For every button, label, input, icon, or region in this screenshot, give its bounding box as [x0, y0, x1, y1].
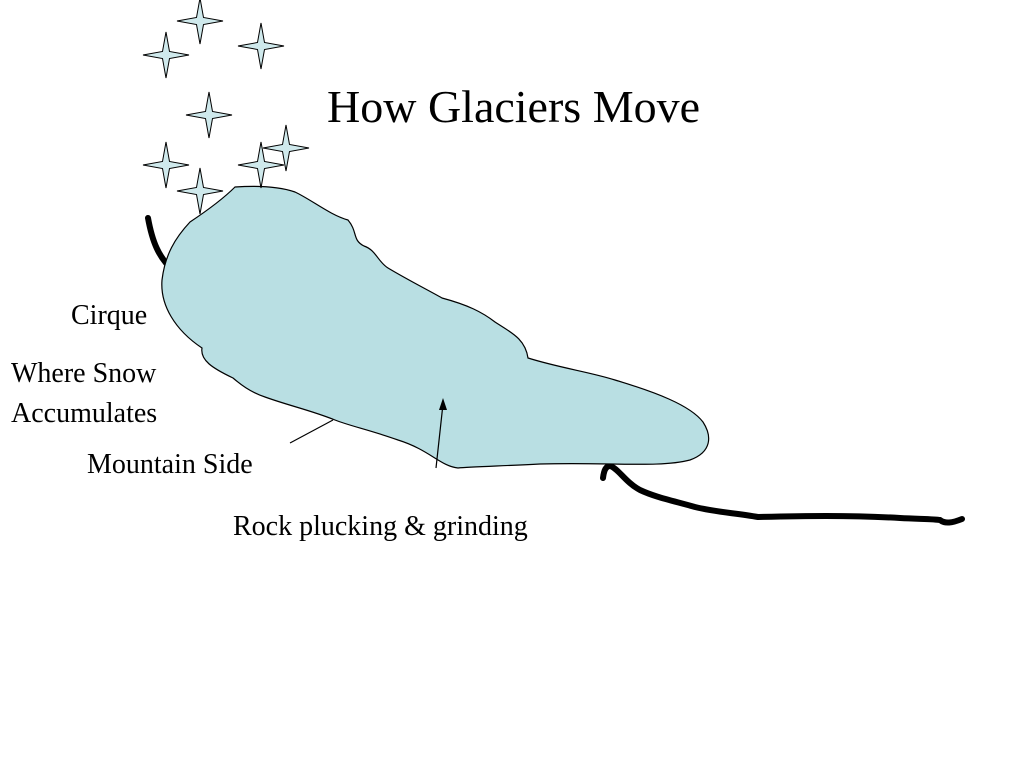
glacier-shape: [161, 185, 710, 469]
snowflake-icon: [185, 91, 233, 139]
rock-plucking-arrowhead: [439, 398, 447, 410]
valley-floor-line: [600, 463, 965, 526]
snowflake-icon: [237, 141, 285, 189]
rock-plucking-label: Rock plucking & grinding: [233, 511, 528, 542]
snowflake-icon: [142, 31, 190, 79]
rock-plucking-arrow: [435, 403, 444, 469]
snowflake-icon: [237, 22, 285, 70]
mountain-side-leader: [289, 419, 334, 444]
mountain-side-label: Mountain Side: [87, 449, 253, 480]
snow-accumulates-label: Where Snow Accumulates: [11, 358, 158, 429]
page-title: How Glaciers Move: [327, 81, 701, 132]
cirque-label: Cirque: [71, 300, 148, 331]
snowflake-icon: [142, 141, 190, 189]
snowflake-icon: [176, 167, 224, 215]
snowflake-icon: [176, 0, 224, 45]
snowflake-icon: [262, 124, 310, 172]
